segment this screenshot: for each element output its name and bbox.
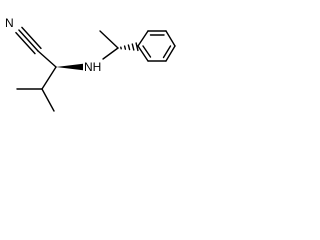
- bond-alpha-carbon-to-isopropyl-ch: [41, 66, 57, 90]
- molecule-structure-diagram: N NH: [5, 16, 176, 112]
- amine-nh-label: NH: [84, 60, 101, 74]
- bond-nitrile-carbon-to-alpha-carbon: [37, 50, 57, 68]
- nitrile-nitrogen-label: N: [5, 16, 14, 30]
- nitrile-triple-bond: [15, 26, 42, 55]
- bond-amine-to-benzylic-carbon: [102, 47, 119, 60]
- wedge-bond-alpha-carbon-to-amine: [56, 63, 83, 71]
- phenyl-ring: [137, 30, 176, 62]
- hashed-bond-benzylic-carbon-to-phenyl: [120, 42, 139, 52]
- bond-benzylic-carbon-to-methyl: [99, 30, 119, 49]
- bond-isopropyl-to-methyl-down: [41, 88, 55, 112]
